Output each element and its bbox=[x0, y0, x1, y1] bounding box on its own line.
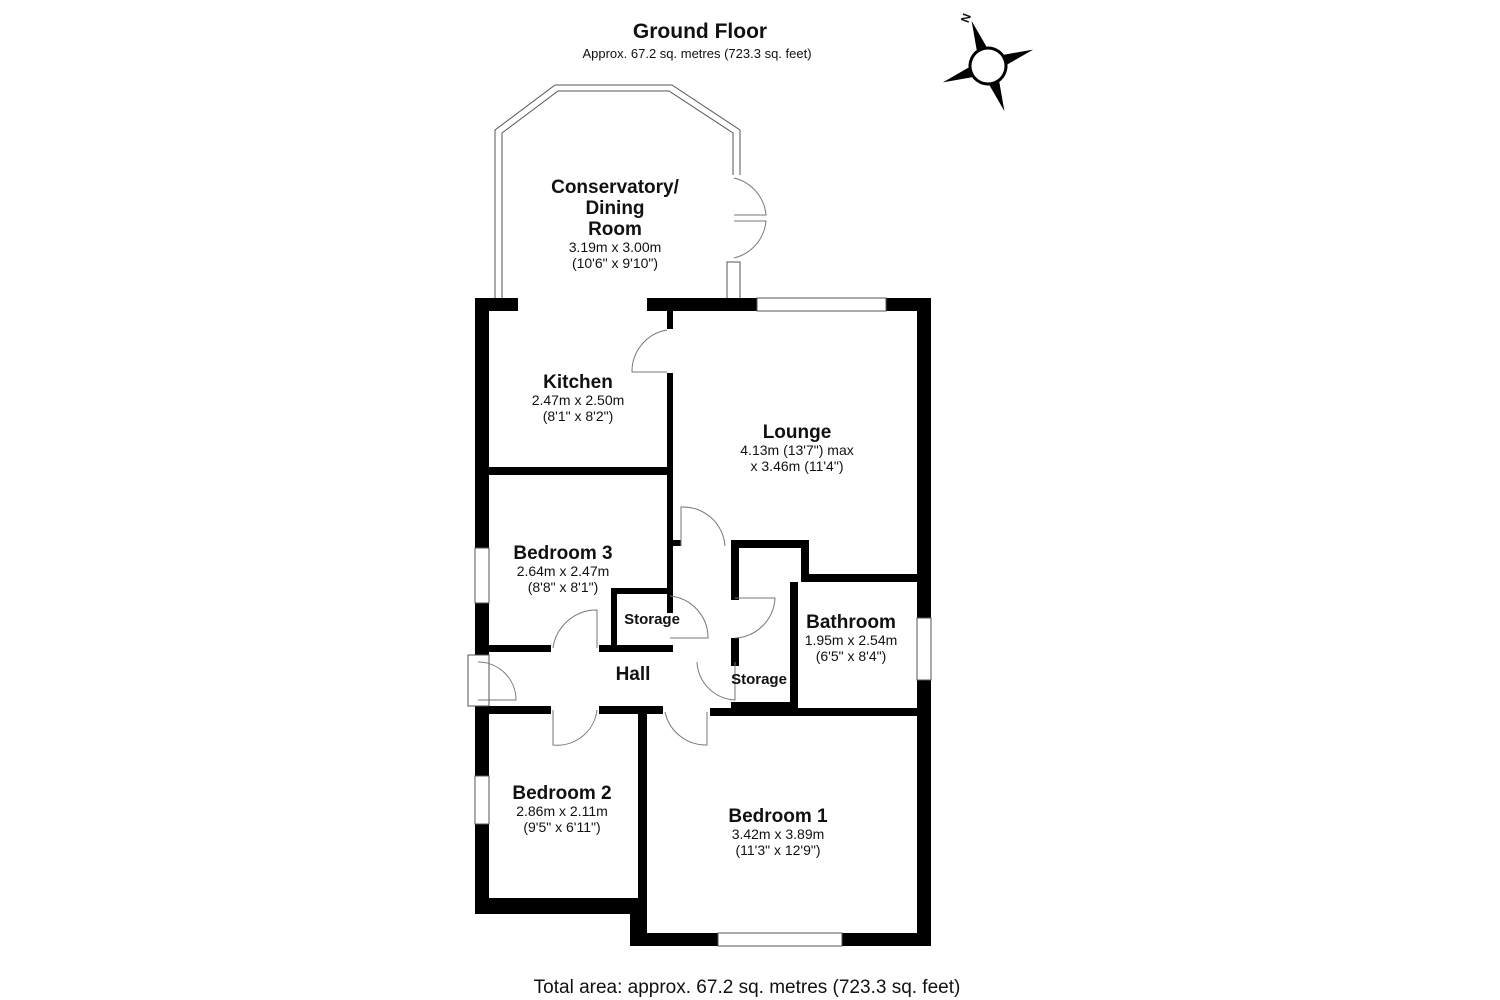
room-name: Conservatory/ bbox=[551, 177, 679, 198]
room-storage-lower: Storage bbox=[731, 671, 787, 688]
room-bedroom-2: Bedroom 2 2.86m x 2.11m (9'5" x 6'11") bbox=[512, 783, 611, 835]
compass-north-label: N bbox=[958, 12, 974, 25]
room-bedroom-3: Bedroom 3 2.64m x 2.47m (8'8" x 8'1") bbox=[513, 543, 612, 595]
room-dimensions-imperial: (6'5" x 8'4") bbox=[816, 648, 887, 664]
room-bathroom: Bathroom 1.95m x 2.54m (6'5" x 8'4") bbox=[805, 612, 898, 664]
room-dimensions-line1: 4.13m (13'7") max bbox=[740, 442, 853, 458]
room-name: Bathroom bbox=[806, 612, 896, 633]
room-dimensions-line2: x 3.46m (11'4") bbox=[751, 458, 844, 474]
room-storage-upper: Storage bbox=[624, 611, 680, 628]
room-dimensions-metric: 2.64m x 2.47m bbox=[517, 563, 610, 579]
floor-title: Ground Floor bbox=[633, 20, 767, 43]
floor-area-subtitle: Approx. 67.2 sq. metres (723.3 sq. feet) bbox=[582, 46, 811, 61]
outer-walls bbox=[467, 297, 932, 947]
conservatory-glazing bbox=[494, 84, 741, 304]
room-name: Bedroom 1 bbox=[728, 806, 828, 827]
room-name: Storage bbox=[731, 671, 787, 688]
room-name: Kitchen bbox=[543, 372, 613, 393]
room-name: Dining bbox=[585, 198, 644, 219]
room-name: Lounge bbox=[763, 422, 832, 443]
conservatory-doors bbox=[733, 177, 767, 259]
room-name: Bedroom 3 bbox=[513, 543, 612, 564]
room-dimensions-imperial: (10'6" x 9'10") bbox=[572, 255, 658, 271]
interior-doors bbox=[477, 329, 776, 746]
room-name: Hall bbox=[616, 664, 651, 685]
room-dimensions-imperial: (11'3" x 12'9") bbox=[735, 842, 820, 858]
total-area-footer: Total area: approx. 67.2 sq. metres (723… bbox=[534, 977, 961, 998]
room-dimensions-metric: 2.86m x 2.11m bbox=[516, 803, 608, 819]
room-bedroom-1: Bedroom 1 3.42m x 3.89m (11'3" x 12'9") bbox=[728, 806, 828, 858]
interior-walls bbox=[489, 311, 931, 914]
room-dimensions-metric: 3.19m x 3.00m bbox=[569, 239, 662, 255]
room-dimensions-metric: 3.42m x 3.89m bbox=[732, 826, 825, 842]
room-dimensions-metric: 1.95m x 2.54m bbox=[805, 632, 898, 648]
room-dimensions-imperial: (9'5" x 6'11") bbox=[523, 819, 600, 835]
room-dimensions-imperial: (8'1" x 8'2") bbox=[543, 408, 614, 424]
compass-icon bbox=[942, 20, 1034, 112]
room-kitchen: Kitchen 2.47m x 2.50m (8'1" x 8'2") bbox=[532, 372, 625, 424]
room-hall: Hall bbox=[616, 664, 651, 685]
room-dimensions-metric: 2.47m x 2.50m bbox=[532, 392, 625, 408]
room-name: Room bbox=[588, 219, 642, 240]
room-name: Storage bbox=[624, 611, 680, 628]
room-name: Bedroom 2 bbox=[512, 783, 611, 804]
room-dimensions-imperial: (8'8" x 8'1") bbox=[528, 579, 599, 595]
room-conservatory: Conservatory/ Dining Room 3.19m x 3.00m … bbox=[551, 177, 679, 271]
room-lounge: Lounge 4.13m (13'7") max x 3.46m (11'4") bbox=[740, 422, 853, 474]
